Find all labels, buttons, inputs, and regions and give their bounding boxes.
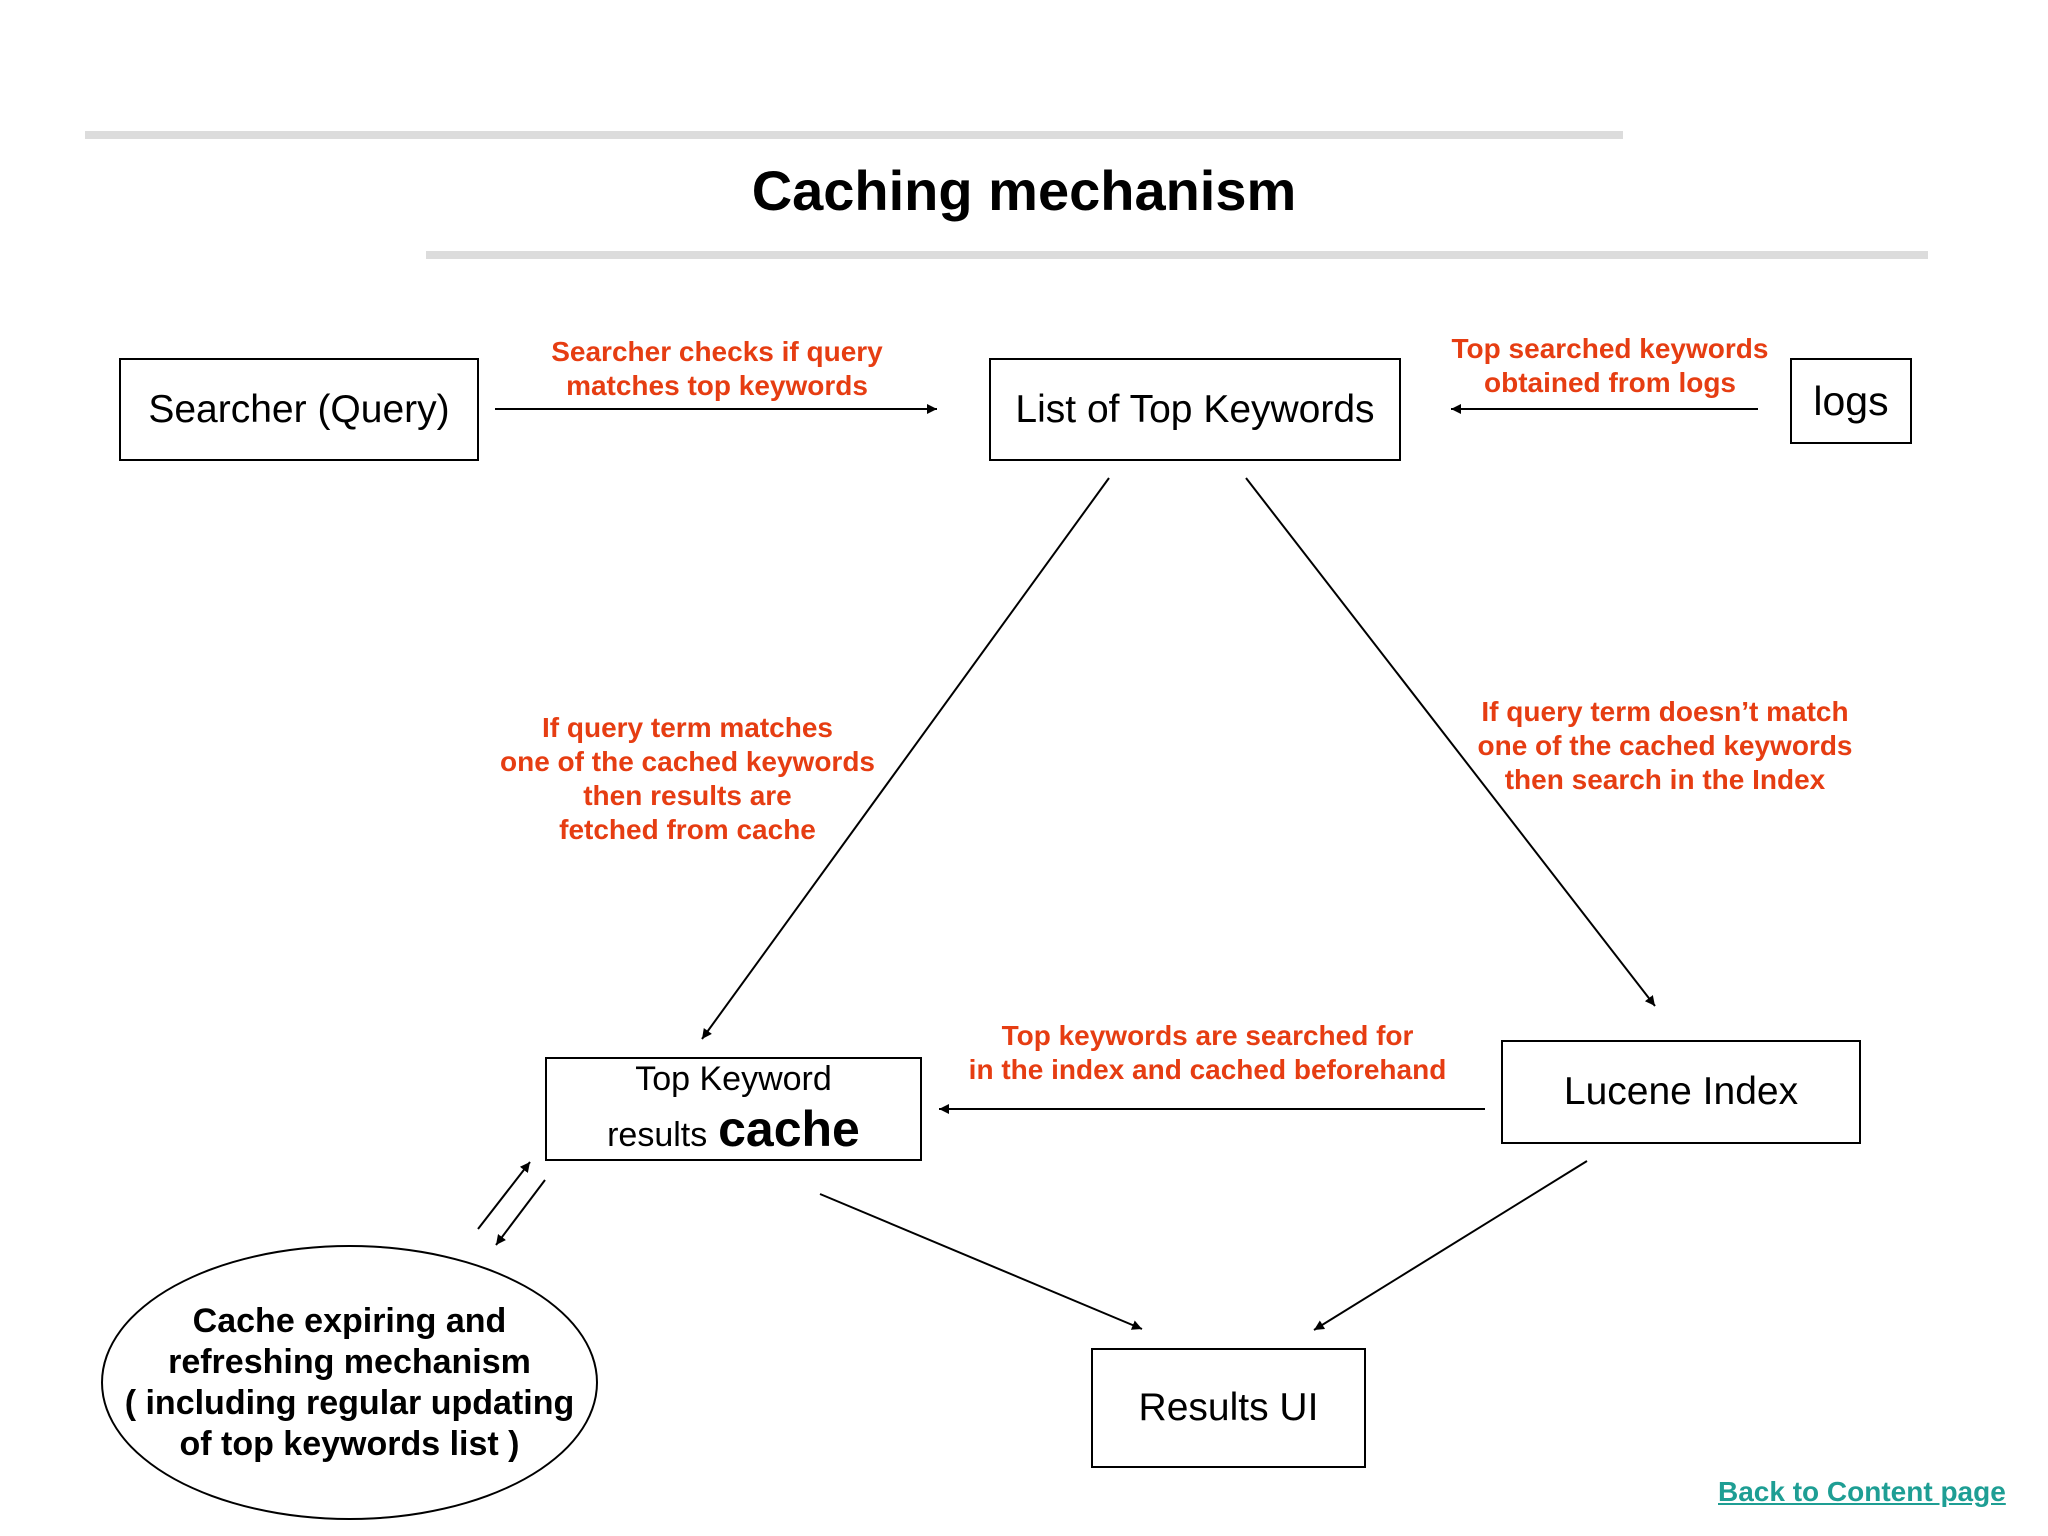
title-divider bbox=[426, 251, 1928, 259]
cache-label-line1: Top Keyword bbox=[635, 1059, 832, 1098]
annotation-line: obtained from logs bbox=[1484, 367, 1736, 398]
top-keywords-list-label: List of Top Keywords bbox=[1015, 387, 1375, 431]
annotation-index-to-cache: Top keywords are searched for in the ind… bbox=[935, 1019, 1480, 1087]
arrow-cache-to-results bbox=[819, 1193, 1143, 1330]
annotation-line: one of the cached keywords bbox=[500, 746, 875, 777]
cache-expiry-node: Cache expiring and refreshing mechanism … bbox=[101, 1245, 598, 1520]
annotation-line: fetched from cache bbox=[559, 814, 816, 845]
annotation-logs-to-list: Top searched keywords obtained from logs bbox=[1420, 332, 1800, 400]
annotation-line: matches top keywords bbox=[566, 370, 868, 401]
cache-node: Top Keyword results cache bbox=[545, 1057, 922, 1161]
arrow-list-to-cache bbox=[701, 477, 1110, 1040]
lucene-index-label: Lucene Index bbox=[1563, 1070, 1799, 1113]
annotation-line: then search in the Index bbox=[1504, 764, 1826, 795]
annotation-list-to-cache: If query term matches one of the cached … bbox=[470, 711, 905, 847]
searcher-node: Searcher (Query) bbox=[119, 358, 479, 461]
annotation-searcher-to-list: Searcher checks if query matches top key… bbox=[512, 335, 922, 403]
cache-label-emphasis: cache bbox=[718, 1101, 860, 1158]
top-divider bbox=[85, 131, 1623, 139]
annotation-line: Searcher checks if query bbox=[551, 336, 883, 367]
lucene-index-node: Lucene Index bbox=[1501, 1040, 1861, 1144]
results-ui-node: Results UI bbox=[1091, 1348, 1366, 1468]
expiry-line1: Cache expiring and bbox=[192, 1301, 507, 1340]
cache-label-line2: results bbox=[607, 1116, 708, 1155]
expiry-line3: ( including regular updating bbox=[124, 1383, 575, 1422]
expiry-line2: refreshing mechanism bbox=[168, 1342, 531, 1381]
back-to-content-link[interactable]: Back to Content page bbox=[1718, 1476, 2006, 1507]
page-title: Caching mechanism bbox=[751, 159, 1297, 222]
arrow-expiry-to-cache bbox=[477, 1161, 531, 1230]
logs-label: logs bbox=[1813, 377, 1889, 424]
top-keywords-list-node: List of Top Keywords bbox=[989, 358, 1401, 461]
annotation-line: one of the cached keywords bbox=[1477, 730, 1853, 761]
annotation-list-to-index: If query term doesn’t match one of the c… bbox=[1440, 695, 1890, 797]
arrow-index-to-results bbox=[1313, 1160, 1588, 1331]
annotation-line: Top keywords are searched for bbox=[1001, 1020, 1414, 1051]
annotation-line: Top searched keywords bbox=[1451, 333, 1769, 364]
logs-node: logs bbox=[1790, 358, 1912, 444]
annotation-line: then results are bbox=[583, 780, 792, 811]
annotation-line: in the index and cached beforehand bbox=[968, 1054, 1447, 1085]
searcher-label: Searcher (Query) bbox=[148, 387, 450, 431]
results-ui-label: Results UI bbox=[1138, 1386, 1319, 1429]
expiry-line4: of top keywords list ) bbox=[179, 1424, 520, 1463]
arrow-list-to-index bbox=[1245, 477, 1656, 1007]
annotation-line: If query term matches bbox=[542, 712, 833, 743]
arrow-cache-to-expiry bbox=[495, 1179, 546, 1246]
annotation-line: If query term doesn’t match bbox=[1481, 696, 1849, 727]
